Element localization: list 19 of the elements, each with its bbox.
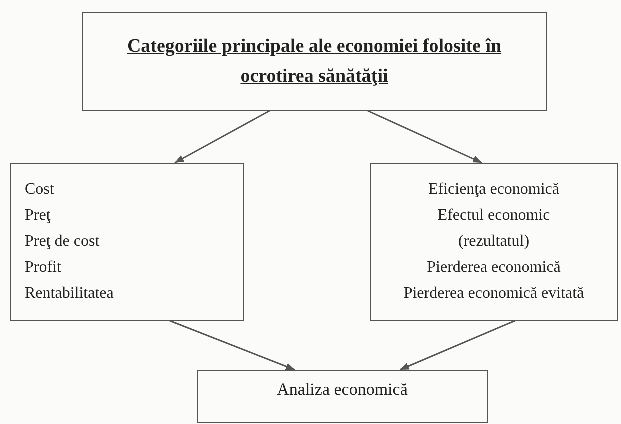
text-box — [10, 163, 244, 321]
result-label: Analiza economică — [277, 379, 408, 401]
category-item: Preţ de cost — [25, 232, 101, 252]
category-item: Cost — [25, 180, 56, 200]
arrow — [170, 320, 296, 371]
arrow — [400, 320, 516, 371]
text-box — [82, 12, 547, 111]
category-item: Eficienţa economică — [428, 180, 560, 200]
category-item: Pierderea economică — [427, 258, 561, 278]
category-item: Preţ — [25, 206, 52, 226]
category-item: Rentabilitatea — [25, 284, 115, 304]
category-item: Profit — [25, 258, 62, 278]
arrow — [174, 110, 270, 164]
arrow — [368, 110, 482, 164]
heading-label: Categoriile principale ale economiei folosite în ocrotirea sănătăţii — [126, 34, 503, 88]
text-box — [370, 163, 618, 321]
text-box — [197, 370, 488, 423]
category-item: Pierderea economică evitată — [404, 284, 584, 304]
category-item: Efectul economic (rezultatul) — [436, 206, 552, 252]
